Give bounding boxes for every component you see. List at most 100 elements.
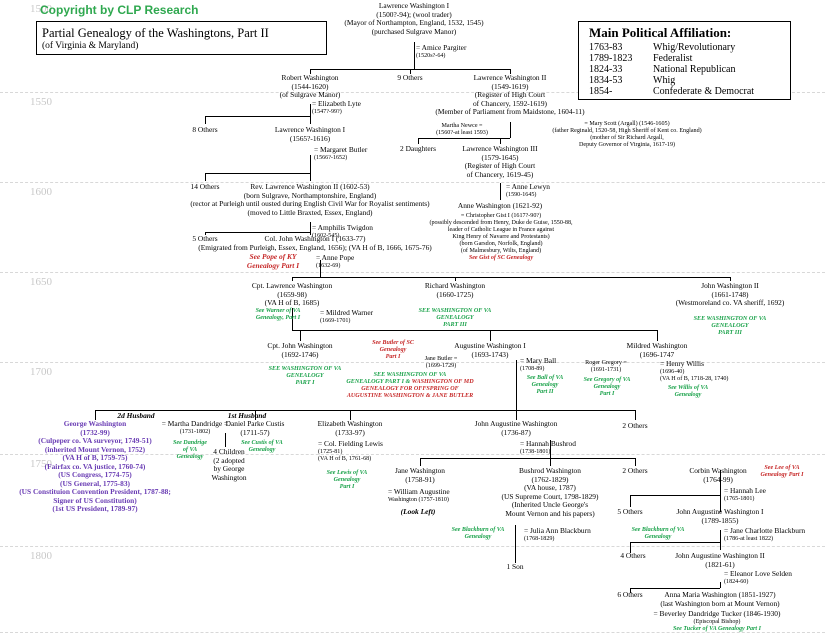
- siblings-five-others-b: 5 Others: [617, 507, 643, 516]
- spouse-hannah-bushrod: = Hannah Bushrod(1738-1801): [520, 439, 576, 455]
- spouse-beverley-dandridge-tucker: = Beverley Dandridge Tucker (1846-1930)(…: [653, 609, 781, 632]
- siblings-fourteen-others: 14 Others: [190, 182, 220, 191]
- year-guide: [0, 182, 825, 183]
- person-col-john-washington-i: Col. John Washington I (1633-77)(Emigrat…: [198, 234, 432, 252]
- year-label: 1700: [30, 366, 52, 378]
- see-gist-sc-link[interactable]: See Gist of SC Genealogy: [468, 255, 534, 261]
- spouse-jane-butler: Jane Butler =(1699-1729): [424, 356, 458, 369]
- see-washington-va-md-link[interactable]: SEE WASHINGTON OF VA GENEALOGY PART I & …: [346, 372, 474, 399]
- person-john-augustine-washington-i: John Augustine Washington I(1789-1855): [676, 507, 764, 525]
- siblings-five-others: 5 Others: [192, 234, 218, 243]
- spouse-julia-ann-blackburn: = Julia Ann Blackburn(1768-1829): [524, 526, 591, 542]
- year-guide: [0, 272, 825, 273]
- person-george-washington: George Washington (1732-99) (Culpeper co…: [19, 419, 171, 514]
- person-augustine-washington-i: Augustine Washington I(1693-1743): [454, 341, 526, 359]
- person-robert-washington: Robert Washington(1544-1620)(of Sulgrave…: [279, 73, 341, 100]
- spouse-roger-gregory: Roger Gregory =(1691-1731): [585, 360, 627, 373]
- year-guide: [0, 632, 825, 633]
- person-anna-maria-washington: Anna Maria Washington (1851-1927)(last W…: [660, 590, 780, 608]
- spouse-fielding-lewis: = Col. Fielding Lewis(1725-81)(VA H of B…: [318, 439, 383, 462]
- person-rev-lawrence-washington-ii: Rev. Lawrence Washington II (1602-53)(bo…: [190, 182, 430, 217]
- note-look-left: (Look Left): [400, 507, 436, 516]
- spouse-henry-willis: = Henry Willis(1696-40)(VA H of B, 1718-…: [660, 359, 729, 382]
- person-mildred-washington: Mildred Washington(1696-1747: [626, 341, 688, 359]
- legend-row: 1854-Confederate & Democrat: [589, 86, 755, 97]
- page-subtitle: (of Virginia & Maryland): [42, 41, 139, 51]
- year-guide: [0, 546, 825, 547]
- person-jane-washington: Jane Washington(1758-91): [395, 466, 445, 484]
- person-cpt-john-washington: Cpt. John Washington(1692-1746): [267, 341, 333, 359]
- person-cpt-lawrence-washington: Cpt. Lawrence Washington(1659-98)(VA H o…: [251, 281, 333, 308]
- copyright-notice: Copyright by CLP Research: [40, 3, 199, 17]
- person-corbin-washington: Corbin Washington(1764-99): [689, 466, 747, 484]
- label-first-husband: 1st Husband: [227, 411, 267, 420]
- page-title: Partial Genealogy of the Washingtons, Pa…: [42, 26, 269, 40]
- spouse-elizabeth-lyte: = Elizabeth Lyte(1547?-99?): [312, 99, 361, 115]
- year-label: 1550: [30, 96, 52, 108]
- siblings-two-others: 2 Others: [622, 421, 648, 430]
- year-guide: [0, 362, 825, 363]
- year-label: 1800: [30, 550, 52, 562]
- spouse-hannah-lee: = Hannah Lee(1765-1801): [724, 486, 766, 502]
- year-label: 1600: [30, 186, 52, 198]
- year-label: 1750: [30, 458, 52, 470]
- spouse-amice-pargiter: = Amice Pargiter(1520s?-64): [416, 43, 467, 59]
- person-john-augustine-washington-ii: John Augustine Washington II(1821-61): [675, 551, 765, 569]
- siblings-four-others: 4 Others: [620, 551, 646, 560]
- year-guide: [0, 454, 825, 455]
- person-anne-washington-1621: Anne Washington (1621-92): [457, 201, 543, 210]
- siblings-eight-others: 8 Others: [192, 125, 218, 134]
- spouse-martha-newce: Martha Newce =(1560?-at least 1593): [436, 123, 488, 136]
- person-lawrence-washington-iii: Lawrence Washington III(1579-1645)(Regis…: [462, 144, 538, 179]
- spouse-amphilis-twigdon: = Amphilis Twigdon(1602-545): [312, 223, 374, 239]
- spouse-mildred-warner: = Mildred Warner(1669-1701): [320, 308, 374, 324]
- person-john-augustine-washington: John Augustine Washington(1736-87): [474, 419, 558, 437]
- siblings-two-others-b: 2 Others: [622, 466, 648, 475]
- person-elizabeth-washington: Elizabeth Washington(1733-97): [317, 419, 383, 437]
- spouse-anne-pope: = Anne Pope(1632-69): [316, 253, 355, 269]
- spouse-margaret-butler: = Margaret Butler(1566?-1652): [314, 145, 368, 161]
- legend-title: Main Political Affiliation:: [589, 25, 732, 40]
- person-lawrence-washington-i: Lawrence Washington I(1500?-94); (wool t…: [344, 1, 484, 36]
- year-label: 1650: [30, 276, 52, 288]
- person-daniel-parke-custis: Daniel Parke Custis(1711-57): [225, 419, 285, 437]
- siblings-two-daughters: 2 Daughters: [400, 144, 436, 153]
- year-guide: [0, 92, 825, 93]
- spouse-jane-charlotte-blackburn: = Jane Charlotte Blackburn(1786-at least…: [724, 526, 806, 542]
- see-tucker-va-link[interactable]: See Tucker of VA Genealogy Part I: [672, 625, 762, 632]
- spouse-anne-lewyn: = Anne Lewyn(1590-1645): [506, 182, 550, 198]
- label-second-husband: 2d Husband: [117, 411, 155, 420]
- title-box: Partial Genealogy of the Washingtons, Pa…: [36, 21, 327, 55]
- siblings-nine-others: 9 Others: [397, 73, 423, 82]
- spouse-mary-ball: = Mary Ball(1708-89): [520, 356, 557, 372]
- spouse-eleanor-love-selden: = Eleanor Love Selden(1824-60): [724, 569, 792, 585]
- spouse-mary-scott: = Mary Scott (Argall) (1546-1605)(father…: [552, 121, 702, 148]
- person-lawrence-washington-i-1565: Lawrence Washington I(1565?-1616): [274, 125, 346, 143]
- child-one-son: 1 Son: [506, 562, 524, 571]
- person-richard-washington: Richard Washington(1660-1725): [424, 281, 486, 299]
- person-bushrod-washington: Bushrod Washington(1762-1829)(VA house, …: [501, 466, 599, 518]
